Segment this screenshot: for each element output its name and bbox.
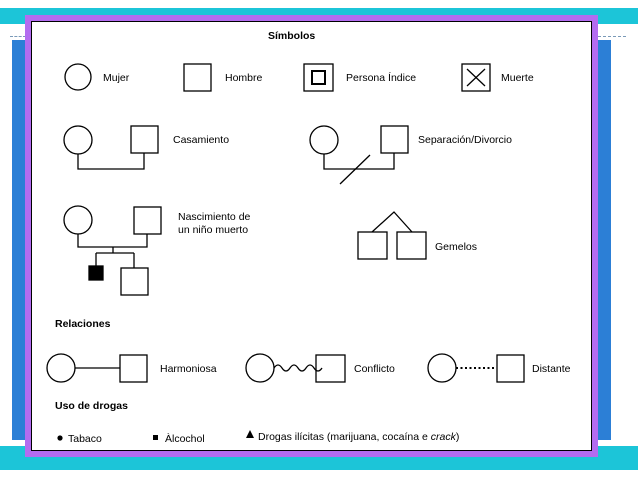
nascimiento-label-line2: un niño muerto: [178, 224, 248, 236]
relaciones-heading: Relaciones: [55, 318, 111, 330]
left-blue-bar: [12, 40, 26, 440]
harmoniosa-label: Harmoniosa: [160, 363, 217, 375]
nascimiento-label-line1: Nascimiento de: [178, 211, 251, 223]
separacion-symbol: [309, 125, 409, 185]
drogas-ilicitas-crack: crack: [431, 431, 457, 443]
drogas-ilicitas-close: ): [456, 431, 460, 443]
hombre-label: Hombre: [225, 72, 263, 84]
tabaco-label: Tabaco: [68, 433, 102, 445]
muerte-cross-icon: [461, 63, 491, 92]
persona-indice-icon: [303, 63, 334, 92]
separacion-label: Separación/Divorcio: [418, 134, 512, 146]
right-dashed-rule: [598, 36, 626, 37]
distante-label: Distante: [532, 363, 571, 375]
right-blue-bar: [597, 40, 611, 440]
genogram-legend-diagram: Símbolos Mujer Hombre Persona Índice Mue…: [46, 30, 571, 445]
gemelos-label: Gemelos: [435, 241, 477, 253]
conflicto-label: Conflicto: [354, 363, 395, 375]
hombre-square-icon: [183, 63, 212, 92]
tabaco-bullet-icon: [57, 435, 63, 441]
drogas-ilicitas-text: Drogas ilícitas (marijuana, cocaína e: [258, 431, 431, 443]
alcohol-label: Àlcochol: [165, 432, 205, 445]
muerte-label: Muerte: [501, 72, 534, 84]
uso-de-drogas-heading: Uso de drogas: [55, 400, 128, 412]
harmoniosa-symbol: [46, 353, 148, 383]
gemelos-symbol: [357, 211, 427, 260]
drogas-ilicitas-triangle-icon: [246, 430, 254, 438]
conflicto-symbol: [245, 353, 346, 383]
casamiento-symbol: [63, 125, 159, 170]
alcohol-bullet-icon: [153, 435, 158, 440]
diagram-title: Símbolos: [268, 30, 315, 42]
casamiento-label: Casamiento: [173, 134, 229, 146]
symbol-legend-panel: Símbolos Mujer Hombre Persona Índice Mue…: [31, 21, 592, 451]
left-dashed-rule: [10, 36, 26, 37]
persona-indice-label: Persona Índice: [346, 71, 416, 84]
drogas-ilicitas-label: Drogas ilícitas (marijuana, cocaína e cr…: [258, 431, 459, 443]
slide-frame: Símbolos Mujer Hombre Persona Índice Mue…: [25, 15, 598, 457]
mujer-label: Mujer: [103, 72, 130, 84]
nascimiento-symbol: [63, 205, 162, 296]
mujer-circle-icon: [64, 63, 92, 91]
distante-symbol: [427, 353, 525, 383]
